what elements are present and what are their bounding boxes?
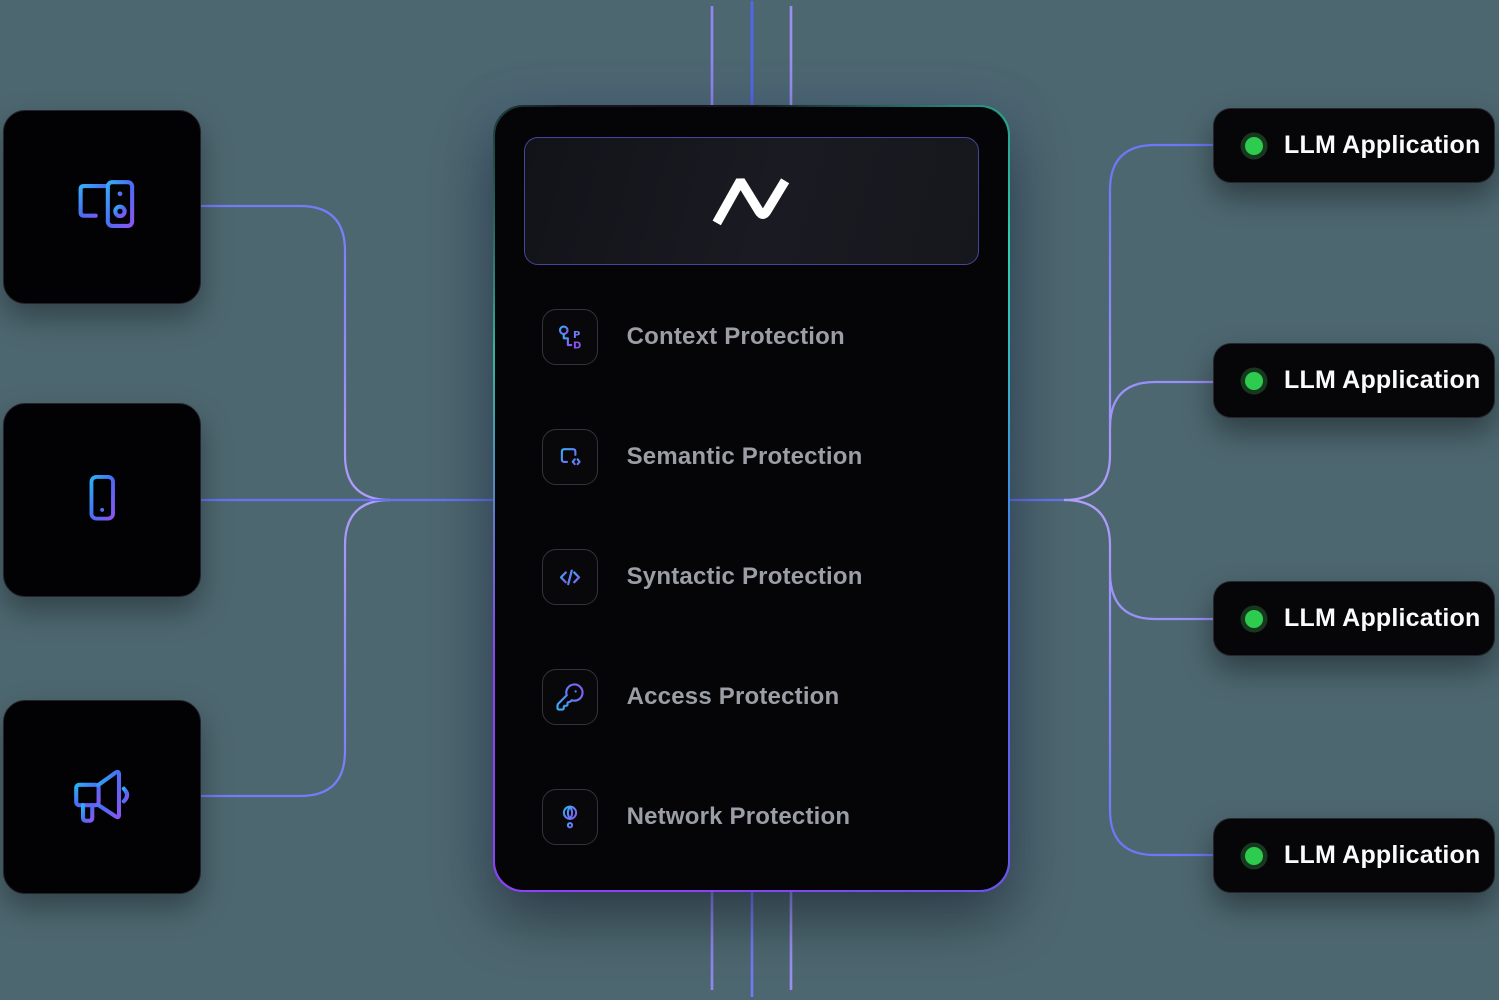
desktop-computer-icon (67, 170, 137, 245)
llm-application-card: LLM Application (1213, 818, 1495, 893)
connector-source-megaphone (199, 498, 391, 798)
gateway-row-semantic: Semantic Protection (541, 428, 991, 485)
svg-text:P: P (573, 330, 580, 341)
status-dot-icon (1245, 609, 1263, 628)
gateway-row-access: Access Protection (541, 668, 991, 725)
key-icon (541, 668, 598, 725)
megaphone-icon (67, 760, 137, 835)
brand-logo-box (523, 136, 980, 265)
llm-application-label: LLM Application (1284, 604, 1481, 632)
connector-app-1 (1063, 143, 1213, 502)
llm-application-card: LLM Application (1213, 581, 1495, 656)
status-dot-icon (1245, 846, 1263, 865)
connector-app-2 (1108, 380, 1213, 429)
gateway-row-syntactic: Syntactic Protection (541, 548, 991, 605)
source-box-phone (3, 403, 201, 597)
connector-app-4 (1063, 498, 1213, 857)
gateway-item-label: Syntactic Protection (626, 562, 863, 590)
schema-nodes-icon: P D (541, 308, 598, 365)
llm-application-label: LLM Application (1284, 841, 1481, 869)
gateway-row-network: Network Protection (541, 788, 991, 845)
llm-application-label: LLM Application (1284, 131, 1481, 159)
connector-app-3 (1108, 571, 1213, 621)
svg-text:D: D (573, 340, 581, 351)
source-box-megaphone (3, 700, 201, 894)
n-zigzag-logo-icon (709, 166, 795, 235)
code-brackets-icon (541, 548, 598, 605)
source-box-desktop (3, 110, 201, 304)
connector-source-desktop (199, 204, 391, 502)
gateway-item-label: Context Protection (626, 322, 845, 350)
llm-application-card: LLM Application (1213, 343, 1495, 418)
gateway-item-label: Semantic Protection (626, 442, 863, 470)
code-window-icon (541, 428, 598, 485)
gateway-item-label: Network Protection (626, 802, 851, 830)
llm-application-label: LLM Application (1284, 366, 1481, 394)
gateway-panel: P D Context Protection (493, 105, 1010, 892)
smartphone-icon (69, 465, 135, 536)
gateway-row-context: P D Context Protection (541, 308, 991, 365)
status-dot-icon (1245, 371, 1263, 390)
gateway-item-label: Access Protection (626, 682, 840, 710)
globe-network-icon (541, 788, 598, 845)
llm-application-card: LLM Application (1213, 108, 1495, 183)
status-dot-icon (1245, 136, 1263, 155)
